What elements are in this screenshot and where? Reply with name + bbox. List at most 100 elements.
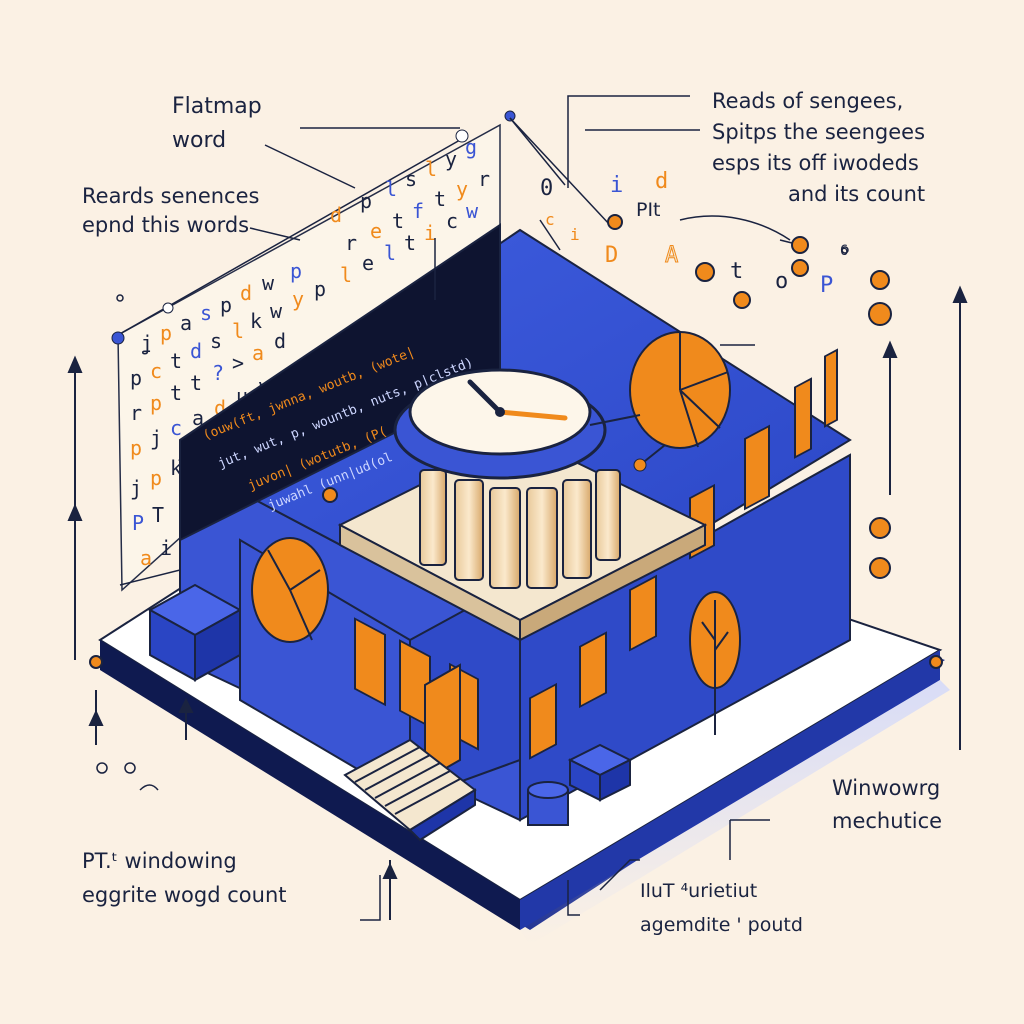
svg-text:t: t	[404, 231, 416, 255]
label-line: PT.ᵗ windowing	[82, 849, 237, 873]
svg-text:p: p	[220, 293, 232, 317]
svg-text:d: d	[240, 281, 252, 305]
svg-text:p: p	[290, 259, 302, 283]
svg-text:s: s	[200, 301, 212, 325]
svg-text:j: j	[150, 426, 162, 450]
node-dot-icon	[89, 214, 943, 669]
svg-text:c: c	[150, 359, 162, 383]
stairs-icon	[343, 738, 477, 842]
svg-text:i: i	[610, 173, 623, 198]
svg-text:r: r	[478, 167, 490, 191]
label-line: PIt	[636, 199, 661, 221]
svg-text:p: p	[130, 366, 142, 390]
svg-text:p: p	[160, 321, 172, 345]
svg-text:y: y	[445, 147, 457, 171]
node-dot-icon	[504, 110, 516, 122]
label-line: mechutice	[832, 809, 943, 833]
svg-text:p: p	[360, 189, 372, 213]
svg-text:l: l	[425, 157, 437, 181]
svg-text:c: c	[446, 209, 458, 233]
svg-text:d: d	[655, 169, 668, 194]
svg-text:a: a	[192, 406, 204, 430]
label-line: Flatmap	[172, 94, 262, 119]
label-line: word	[172, 128, 227, 153]
svg-text:k: k	[250, 309, 262, 333]
svg-text:t: t	[190, 371, 202, 395]
svg-text:j: j	[130, 476, 142, 500]
svg-text:D: D	[605, 243, 618, 268]
svg-text:y: y	[292, 287, 304, 311]
pie-chart-icon	[251, 537, 329, 643]
label-aggregate-output: IluT ⁴urietiut agemdite ' poutd	[640, 874, 803, 942]
svg-text:p: p	[150, 466, 162, 490]
svg-text:d: d	[190, 339, 202, 363]
svg-text:d: d	[274, 329, 286, 353]
arrow-up-icon	[67, 285, 968, 920]
label-line: Winwowrg	[832, 776, 941, 800]
svg-text:c: c	[170, 416, 182, 440]
label-line: Reards senences	[82, 184, 260, 208]
svg-text:p: p	[150, 391, 162, 415]
svg-text:a: a	[180, 311, 192, 335]
svg-text:s: s	[210, 329, 222, 353]
svg-text:6: 6	[840, 243, 848, 259]
svg-text:t: t	[434, 187, 446, 211]
clock-icon	[393, 368, 607, 480]
svg-text:l: l	[384, 241, 396, 265]
svg-text:a: a	[252, 341, 264, 365]
label-line: esps its off iwodeds	[712, 151, 919, 175]
node-dot-icon	[111, 331, 125, 345]
small-marks	[96, 246, 849, 791]
svg-text:t: t	[730, 259, 743, 284]
label-pit: PIt	[636, 196, 661, 225]
column-tower	[337, 368, 708, 642]
connector-lines	[249, 95, 801, 921]
floating-glyphs: 0 i d D A t o P c i 6	[540, 169, 848, 298]
svg-text:a: a	[140, 546, 152, 570]
svg-text:P: P	[820, 273, 833, 298]
svg-text:r: r	[345, 231, 357, 255]
svg-text:c: c	[545, 210, 555, 229]
svg-text:w: w	[262, 271, 275, 295]
svg-text:g: g	[465, 135, 477, 159]
svg-text:l: l	[385, 177, 397, 201]
svg-text:p: p	[314, 277, 326, 301]
svg-text:i: i	[424, 221, 436, 245]
label-line: eggrite wogd count	[82, 883, 287, 907]
svg-text:l: l	[232, 319, 244, 343]
svg-text:r: r	[130, 401, 142, 425]
svg-text:t: t	[170, 349, 182, 373]
svg-text:A: A	[665, 243, 678, 268]
label-line: IluT ⁴urietiut	[640, 880, 758, 902]
svg-text:p: p	[130, 436, 142, 460]
label-line: agemdite ' poutd	[640, 914, 803, 936]
label-reads-sentences: Reards senences epnd this words	[82, 182, 259, 240]
svg-text:o: o	[775, 269, 788, 294]
label-flatmap-word: Flatmap word	[172, 90, 262, 158]
svg-text:y: y	[456, 177, 468, 201]
tree-icon	[689, 591, 741, 735]
svg-text:e: e	[362, 251, 374, 275]
svg-text:>: >	[232, 351, 244, 375]
node-dot-icon	[162, 302, 174, 314]
svg-text:t: t	[392, 209, 404, 233]
svg-text:d: d	[330, 203, 342, 227]
svg-text:?: ?	[212, 361, 224, 385]
svg-text:i: i	[570, 225, 580, 244]
svg-text:e: e	[370, 219, 382, 243]
svg-text:T: T	[152, 503, 164, 527]
node-dot-icon	[455, 129, 469, 143]
label-line: Spitps the seengees	[712, 120, 926, 144]
svg-text:0: 0	[540, 176, 553, 201]
label-line: and its count	[788, 182, 926, 206]
svg-text:s: s	[405, 167, 417, 191]
svg-text:ʝ: ʝ	[140, 331, 152, 355]
svg-text:P: P	[132, 511, 144, 535]
label-windowing-mechanism: Winwowrg mechutice	[832, 772, 942, 838]
label-windowing-word-count: PT.ᵗ windowing eggrite wogd count	[82, 844, 286, 912]
svg-text:l: l	[340, 263, 352, 287]
pie-chart-icon	[589, 331, 731, 472]
svg-text:t: t	[170, 381, 182, 405]
label-line: epnd this words	[82, 213, 250, 237]
